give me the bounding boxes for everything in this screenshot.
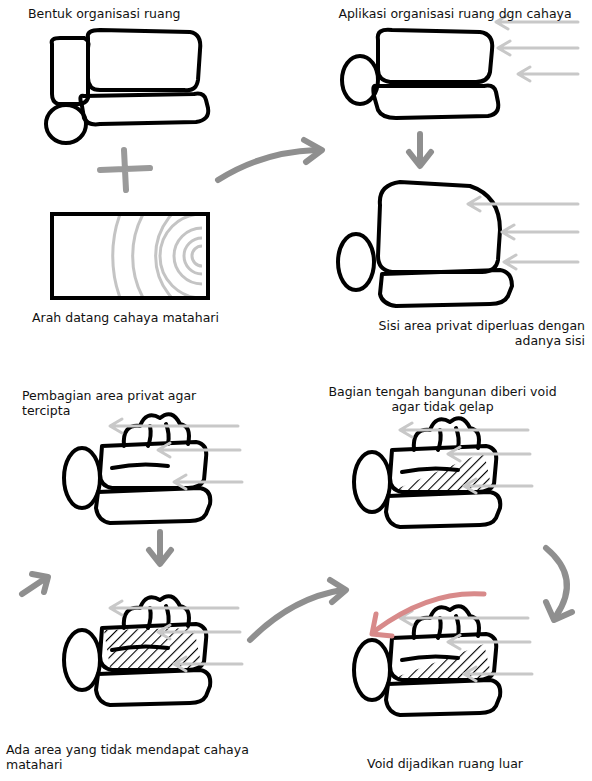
sun-arcs xyxy=(113,216,202,296)
plus-sign xyxy=(100,150,150,190)
outdoor-void-sketch xyxy=(354,606,532,715)
sun-direction-box: Arah datang cahaya matahari xyxy=(50,212,210,300)
flow-arrow xyxy=(22,134,572,640)
red-arrow xyxy=(372,594,484,636)
caption-label: Ada area yang tidak mendapat cahaya mata… xyxy=(6,742,266,772)
dark-area-sketch xyxy=(64,596,242,705)
light-arrows xyxy=(468,197,578,269)
caption-label: Pembagian area privat agar tercipta xyxy=(22,388,232,418)
light-sketch xyxy=(342,30,498,118)
caption-label: Void dijadikan ruang luar xyxy=(330,756,560,771)
caption-label: Bagian tengah bangunan diberi void agar … xyxy=(325,384,560,414)
caption-label: Aplikasi organisasi ruang dgn cahaya xyxy=(330,6,580,21)
caption-label: Sisi area privat diperluas dengan adanya… xyxy=(355,318,585,348)
caption-label: Bentuk organisasi ruang xyxy=(28,6,268,21)
light-arrows xyxy=(496,15,578,81)
space-organisation-sketch xyxy=(46,30,208,143)
void-sketch xyxy=(354,418,532,527)
private-area-sketch xyxy=(64,414,242,523)
box-caption: Arah datang cahaya matahari xyxy=(32,310,219,325)
light-sketch xyxy=(338,182,512,306)
